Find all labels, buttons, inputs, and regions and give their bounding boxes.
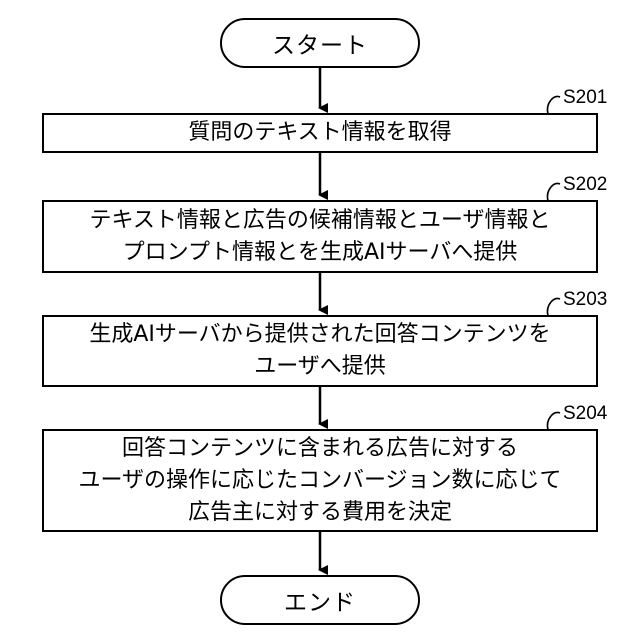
label-leader-s203 (547, 298, 560, 316)
process-box-s201: 質問のテキスト情報を取得 (42, 113, 598, 153)
step-text-line: 生成AIサーバから提供された回答コンテンツを (89, 319, 550, 351)
step-text-line: 質問のテキスト情報を取得 (188, 117, 451, 149)
process-box-s204: 回答コンテンツに含まれる広告に対する ユーザの操作に応じたコンバージョン数に応じ… (42, 429, 598, 532)
step-text-line: ユーザへ提供 (254, 351, 386, 383)
process-box-s202: テキスト情報と広告の候補情報とユーザ情報と プロンプト情報とを生成AIサーバへ提… (42, 200, 598, 273)
end-terminal: エンド (220, 575, 420, 625)
label-leader-s202 (547, 183, 560, 201)
label-leader-s201 (547, 96, 560, 114)
step-text-line: 広告主に対する費用を決定 (188, 497, 452, 529)
step-label-s203: S203 (563, 290, 607, 310)
step-text-line: 回答コンテンツに含まれる広告に対する (122, 433, 518, 465)
start-label: スタート (272, 26, 368, 60)
start-terminal: スタート (220, 18, 420, 68)
end-label: エンド (284, 583, 356, 617)
step-text-line: テキスト情報と広告の候補情報とユーザ情報と (90, 205, 551, 237)
step-label-s201: S201 (563, 88, 607, 108)
step-text-line: プロンプト情報とを生成AIサーバへ提供 (123, 237, 518, 269)
step-label-s204: S204 (563, 404, 607, 424)
step-text-line: ユーザの操作に応じたコンバージョン数に応じて (78, 465, 561, 497)
process-box-s203: 生成AIサーバから提供された回答コンテンツを ユーザへ提供 (42, 315, 598, 387)
step-label-s202: S202 (563, 175, 607, 195)
label-leader-s204 (547, 412, 560, 430)
